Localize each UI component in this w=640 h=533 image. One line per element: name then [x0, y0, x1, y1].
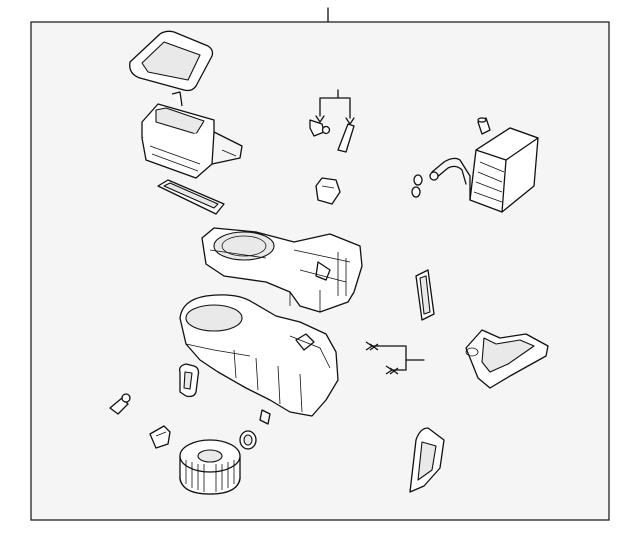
evaporator-core-with-expansion-valve: [429, 127, 539, 213]
filter-housing-gasket: [129, 30, 214, 92]
blower-motor-fan: [179, 439, 241, 495]
filter-housing: [141, 91, 243, 179]
evaporator-seal: [415, 269, 435, 321]
o-rings: [411, 174, 423, 198]
upper-hvac-case: [201, 227, 363, 313]
blower-motor-grommet: [239, 430, 257, 450]
actuator-callout: [315, 89, 355, 125]
air-duct-panel: [409, 427, 445, 493]
actuator-bracket-screws: [309, 119, 355, 153]
cabin-air-filter: [157, 179, 225, 215]
blower-resistor-connector: [149, 425, 171, 449]
grommet-seal: [178, 363, 200, 398]
drain-tube-bracket: [465, 329, 549, 389]
valve-cap: [477, 117, 491, 135]
wire-clip: [109, 393, 131, 415]
mode-door-actuator: [315, 177, 341, 205]
clips: [365, 341, 425, 375]
blower-housing-lower-case: [179, 294, 339, 425]
